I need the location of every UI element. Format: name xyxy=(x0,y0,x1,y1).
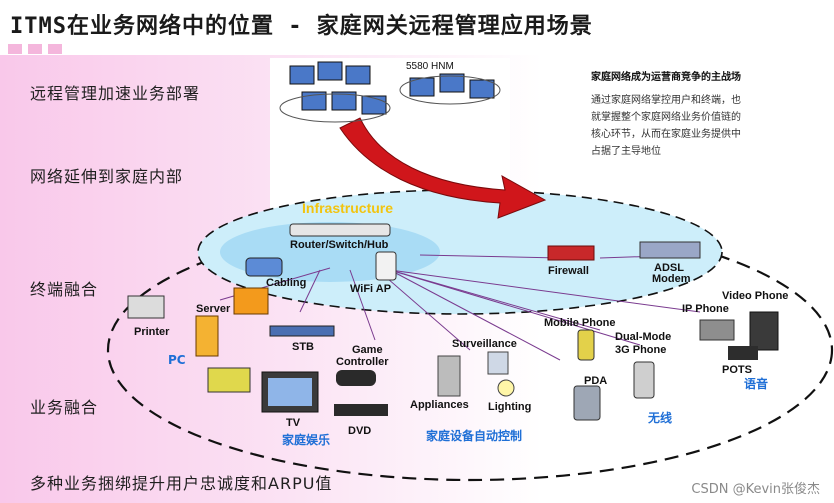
modem-label: Modem xyxy=(652,273,691,285)
note-heading: 家庭网络成为运营商竞争的主战场 xyxy=(591,72,741,83)
cabling-label: Cabling xyxy=(266,277,306,289)
mobile-phone-icon xyxy=(577,329,595,361)
layer-label-service: 业务融合 xyxy=(30,398,99,417)
video-phone-icon xyxy=(749,311,779,351)
note-box: 家庭网络成为运营商竞争的主战场 通过家庭网络掌控用户和终端，也 就掌握整个家庭网… xyxy=(591,69,809,160)
ip-phone-label: IP Phone xyxy=(682,303,729,315)
laptop-icon xyxy=(207,367,251,393)
3g-phone-icon xyxy=(633,361,655,399)
layer-label-remote: 远程管理加速业务部署 xyxy=(30,84,201,103)
connection-lines xyxy=(219,254,701,361)
pda-icon xyxy=(573,385,601,421)
ip-phone-icon xyxy=(699,319,735,341)
wireless-group-label: 无线 xyxy=(647,410,672,425)
appliance-robot-icon xyxy=(437,355,461,397)
game-label: Game xyxy=(352,344,383,356)
surveillance-label: Surveillance xyxy=(452,338,517,350)
adsl-modem-icon xyxy=(639,241,701,259)
video-phone-label: Video Phone xyxy=(722,290,788,302)
cabling-icon xyxy=(245,257,283,277)
note-line: 占据了主导地位 xyxy=(591,146,661,157)
router-label: Router/Switch/Hub xyxy=(290,239,389,251)
voice-group-label: 语音 xyxy=(744,376,768,391)
firewall-icon xyxy=(547,245,595,261)
lightbulb-icon xyxy=(497,379,515,397)
title-stripe xyxy=(0,44,834,56)
pc-tower-icon xyxy=(195,315,219,357)
printer-label: Printer xyxy=(134,326,170,338)
server-label: Server xyxy=(196,303,231,315)
wifi-ap-icon xyxy=(375,251,397,281)
3g-phone-label: 3G Phone xyxy=(615,344,666,356)
mail-server-icon xyxy=(233,287,269,315)
layer-label-extend: 网络延伸到家庭内部 xyxy=(30,167,184,186)
infrastructure-label: Infrastructure xyxy=(302,200,393,216)
pda-label: PDA xyxy=(584,375,607,387)
router-icon xyxy=(289,223,391,237)
printer-icon xyxy=(127,295,165,319)
lighting-label: Lighting xyxy=(488,401,531,413)
dvd-icon xyxy=(334,404,388,416)
home-automation-group-label: 家庭设备自动控制 xyxy=(426,428,522,443)
tv-screen xyxy=(268,378,312,406)
controller-label: Controller xyxy=(336,356,389,368)
firewall-label: Firewall xyxy=(548,265,589,277)
note-line: 就掌握整个家庭网络业务价值链的 xyxy=(591,112,741,123)
note-line: 通过家庭网络掌控用户和终端，也 xyxy=(591,95,741,106)
game-controller-icon xyxy=(336,370,376,386)
adsl-label: ADSL xyxy=(654,262,684,274)
pc-group-label: PC xyxy=(168,353,186,367)
pots-phone-icon xyxy=(728,346,758,360)
stb-icon xyxy=(269,325,335,337)
dual-mode-label: Dual-Mode xyxy=(615,331,671,343)
page-title: ITMS在业务网络中的位置 - 家庭网关远程管理应用场景 xyxy=(10,14,593,39)
outer-home-ellipse xyxy=(106,218,834,482)
camera-icon xyxy=(487,351,509,375)
wifi-label: WiFi AP xyxy=(350,283,391,295)
watermark: CSDN @Kevin张俊杰 xyxy=(691,482,820,497)
note-line: 核心环节，从而在家庭业务提供中 xyxy=(591,129,741,140)
entertainment-group-label: 家庭娱乐 xyxy=(282,432,330,447)
tv-label: TV xyxy=(286,417,301,429)
server-computers-icon xyxy=(279,61,501,123)
pots-label: POTS xyxy=(722,364,752,376)
layer-label-terminal: 终端融合 xyxy=(30,280,99,299)
dvd-label: DVD xyxy=(348,425,371,437)
mobile-label: Mobile Phone xyxy=(544,317,616,329)
appliances-label: Appliances xyxy=(410,399,469,411)
layer-label-arpu: 多种业务捆绑提升用户忠诚度和ARPU值 xyxy=(30,474,333,493)
red-arrow xyxy=(339,117,547,219)
hnm-label: 5580 HNM xyxy=(406,61,454,72)
stb-label: STB xyxy=(292,341,314,353)
